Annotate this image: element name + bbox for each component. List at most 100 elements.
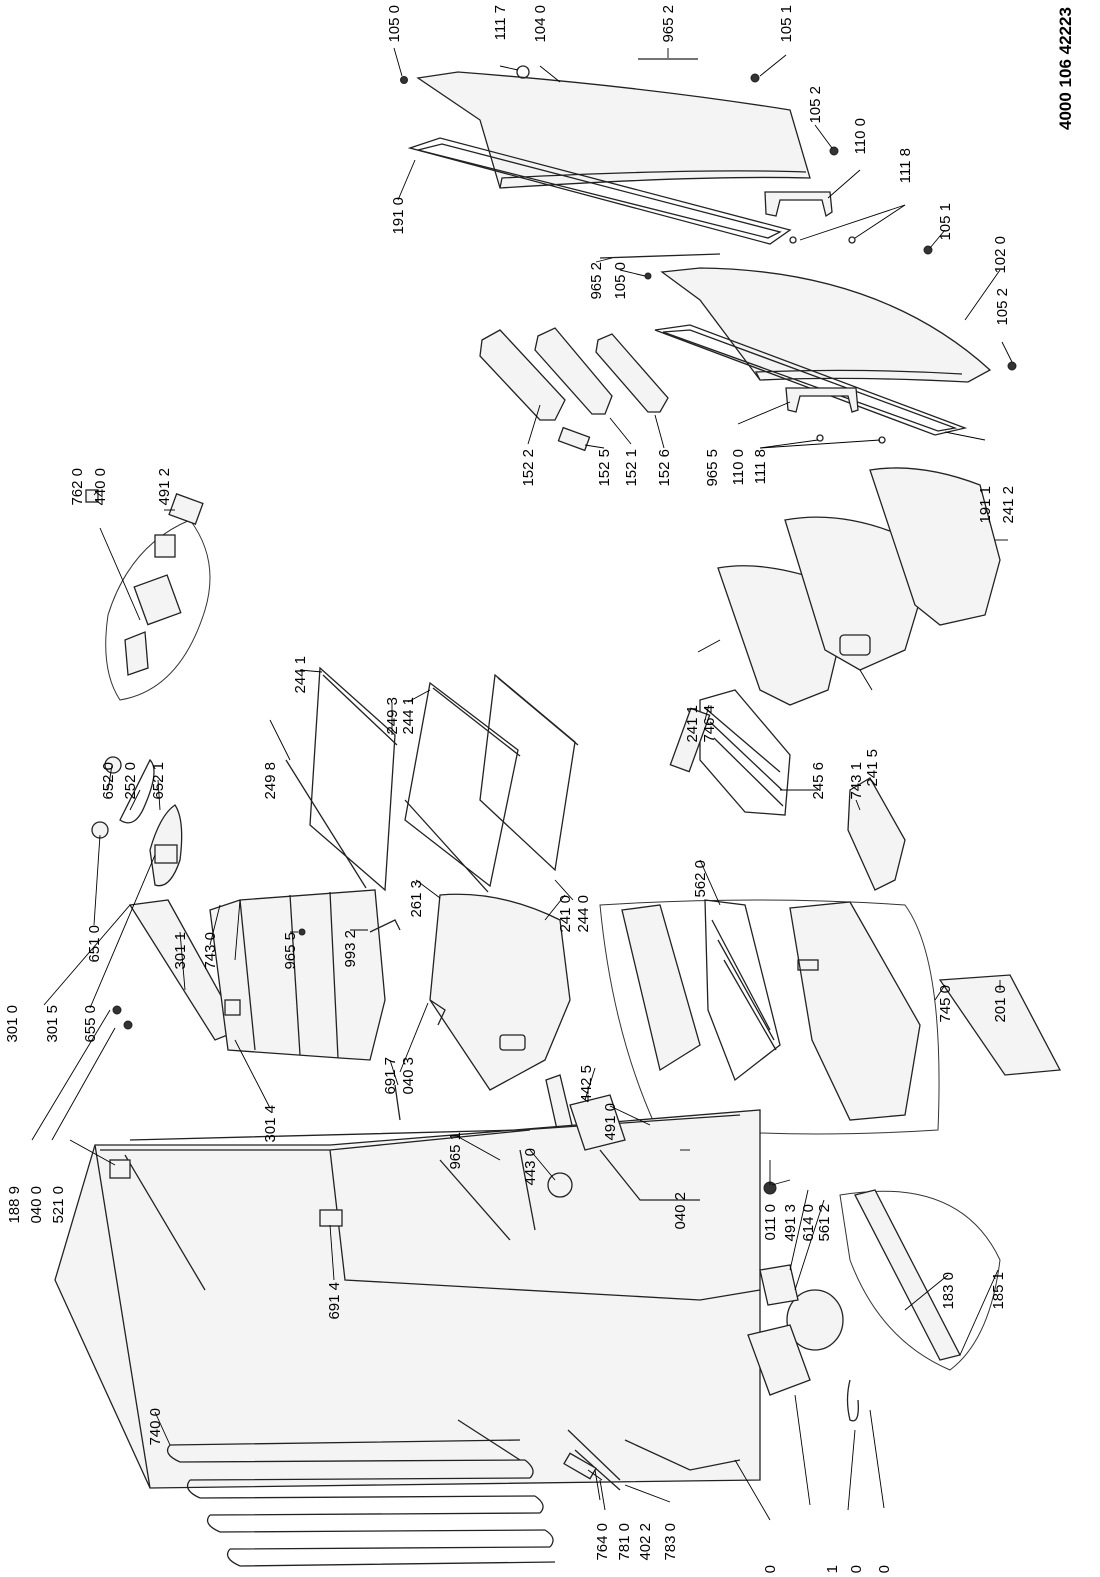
part-label: 783 0: [662, 1523, 679, 1561]
upper-door: [416, 65, 811, 189]
part-label: 111 8: [897, 148, 914, 183]
fridge-drawer: [429, 893, 579, 1153]
freezer-cover-7431: [847, 777, 906, 891]
part-label: 183 0: [940, 1272, 957, 1310]
control-group: [85, 489, 211, 701]
part-label: 040 3: [400, 1057, 417, 1095]
part-label: 965 5: [282, 932, 299, 970]
part-label: 110 0: [852, 118, 869, 154]
part-label: 105 0: [612, 262, 629, 300]
part-label: 614 0: [800, 1204, 817, 1242]
part-label: 491 3: [782, 1204, 799, 1242]
part-label: 105 2: [807, 86, 824, 124]
part-label: 745 0: [937, 985, 954, 1023]
callout-leaders: [31, 47, 1013, 1521]
part-label: 521 0: [50, 1186, 67, 1224]
part-label: 244 1: [292, 656, 309, 694]
part-label: 402 1: [824, 1565, 841, 1577]
part-label: 241 1: [684, 705, 701, 743]
control-panel: [128, 844, 386, 1061]
part-label: 740 0: [147, 1408, 164, 1446]
part-label: 743 0: [202, 932, 219, 970]
part-label: 191 0: [390, 197, 407, 235]
cabinet: [54, 1109, 761, 1489]
part-label: 111 8: [752, 449, 769, 484]
lower-door-hinge-parts: [785, 245, 1017, 444]
part-label: 102 0: [992, 236, 1009, 274]
part-label: 105 1: [937, 203, 954, 241]
part-label: 746 4: [701, 705, 718, 743]
part-label: 764 0: [594, 1523, 611, 1561]
part-label: 965 1: [447, 1132, 464, 1170]
part-label: 252 0: [122, 762, 139, 800]
lower-door: [660, 267, 992, 383]
pipes-and-cables: [457, 1419, 741, 1491]
part-label: 691 4: [326, 1282, 343, 1320]
callout-labels: 105 0 111 7 104 0 965 2 105 1 105 2 110 …: [4, 5, 1017, 1577]
part-label: 241 2: [1000, 486, 1017, 524]
part-label: 965 2: [588, 262, 605, 300]
part-label: 152 6: [656, 449, 673, 487]
upper-door-hinge-parts: [400, 58, 856, 280]
part-label: 105 1: [778, 5, 795, 43]
part-label: 965 2: [660, 5, 677, 43]
part-label: 562 0: [692, 860, 709, 898]
part-label: 420 0: [848, 1565, 865, 1577]
part-label: 249 8: [262, 762, 279, 800]
part-label: 652 0: [100, 762, 117, 800]
part-label: 301 4: [262, 1105, 279, 1143]
part-label: 691 7: [382, 1057, 399, 1095]
part-label: 110 0: [730, 449, 747, 485]
glass-shelves: [285, 666, 579, 893]
part-label: 249 3: [384, 697, 401, 735]
upper-door-gasket: [407, 137, 792, 245]
part-label: 011 0: [762, 1204, 779, 1240]
part-label: 241 5: [864, 749, 881, 787]
part-label: 040 0: [28, 1186, 45, 1224]
part-label: 655 0: [82, 1005, 99, 1043]
part-label: 402 0: [876, 1565, 893, 1577]
part-label: 301 0: [4, 1005, 21, 1043]
freezer-grid-shelf: [669, 689, 791, 816]
crisper-drawers: [717, 467, 1001, 706]
part-label: 241 0: [557, 895, 574, 933]
small-fixings: [112, 919, 446, 1121]
part-label: 261 3: [408, 880, 425, 918]
part-label: 244 0: [575, 895, 592, 933]
part-label: 201 0: [992, 985, 1009, 1023]
part-label: 781 0: [616, 1523, 633, 1561]
part-label: 443 0: [522, 1148, 539, 1186]
part-label: 111 7: [492, 5, 509, 40]
part-label: 152 2: [520, 449, 537, 487]
part-label: 105 2: [994, 288, 1011, 326]
part-label: 185 1: [990, 1272, 1007, 1310]
part-label: 188 9: [6, 1186, 23, 1224]
condenser: [166, 1439, 556, 1567]
part-label: 440 0: [92, 468, 109, 506]
part-label: 040 2: [672, 1192, 689, 1230]
part-label: 244 1: [400, 697, 417, 735]
part-label: 402 2: [637, 1523, 654, 1561]
part-label: 301 1: [172, 932, 189, 970]
part-label: 191 1: [977, 486, 994, 524]
part-label: 490 0: [762, 1565, 779, 1577]
part-label: 301 5: [44, 1005, 61, 1043]
part-label: 762 0: [69, 468, 86, 506]
part-label: 245 6: [810, 762, 827, 800]
part-label: 561 2: [816, 1204, 833, 1242]
part-label: 651 0: [86, 925, 103, 963]
part-label: 152 5: [596, 449, 613, 487]
part-label: 491 2: [156, 468, 173, 506]
part-label: 993 2: [342, 930, 359, 968]
part-label: 442 5: [578, 1065, 595, 1103]
evaporator-group: [599, 899, 940, 1135]
part-label: 965 5: [704, 449, 721, 487]
part-label: 743 1: [848, 762, 865, 800]
part-label: 104 0: [532, 5, 549, 43]
document-number-text: 4000 106 42223: [1056, 7, 1075, 130]
part-label: 491 0: [602, 1103, 619, 1141]
lower-door-gasket: [654, 324, 968, 436]
back-plate-2010: [938, 974, 1062, 1076]
part-label: 652 1: [150, 762, 167, 800]
